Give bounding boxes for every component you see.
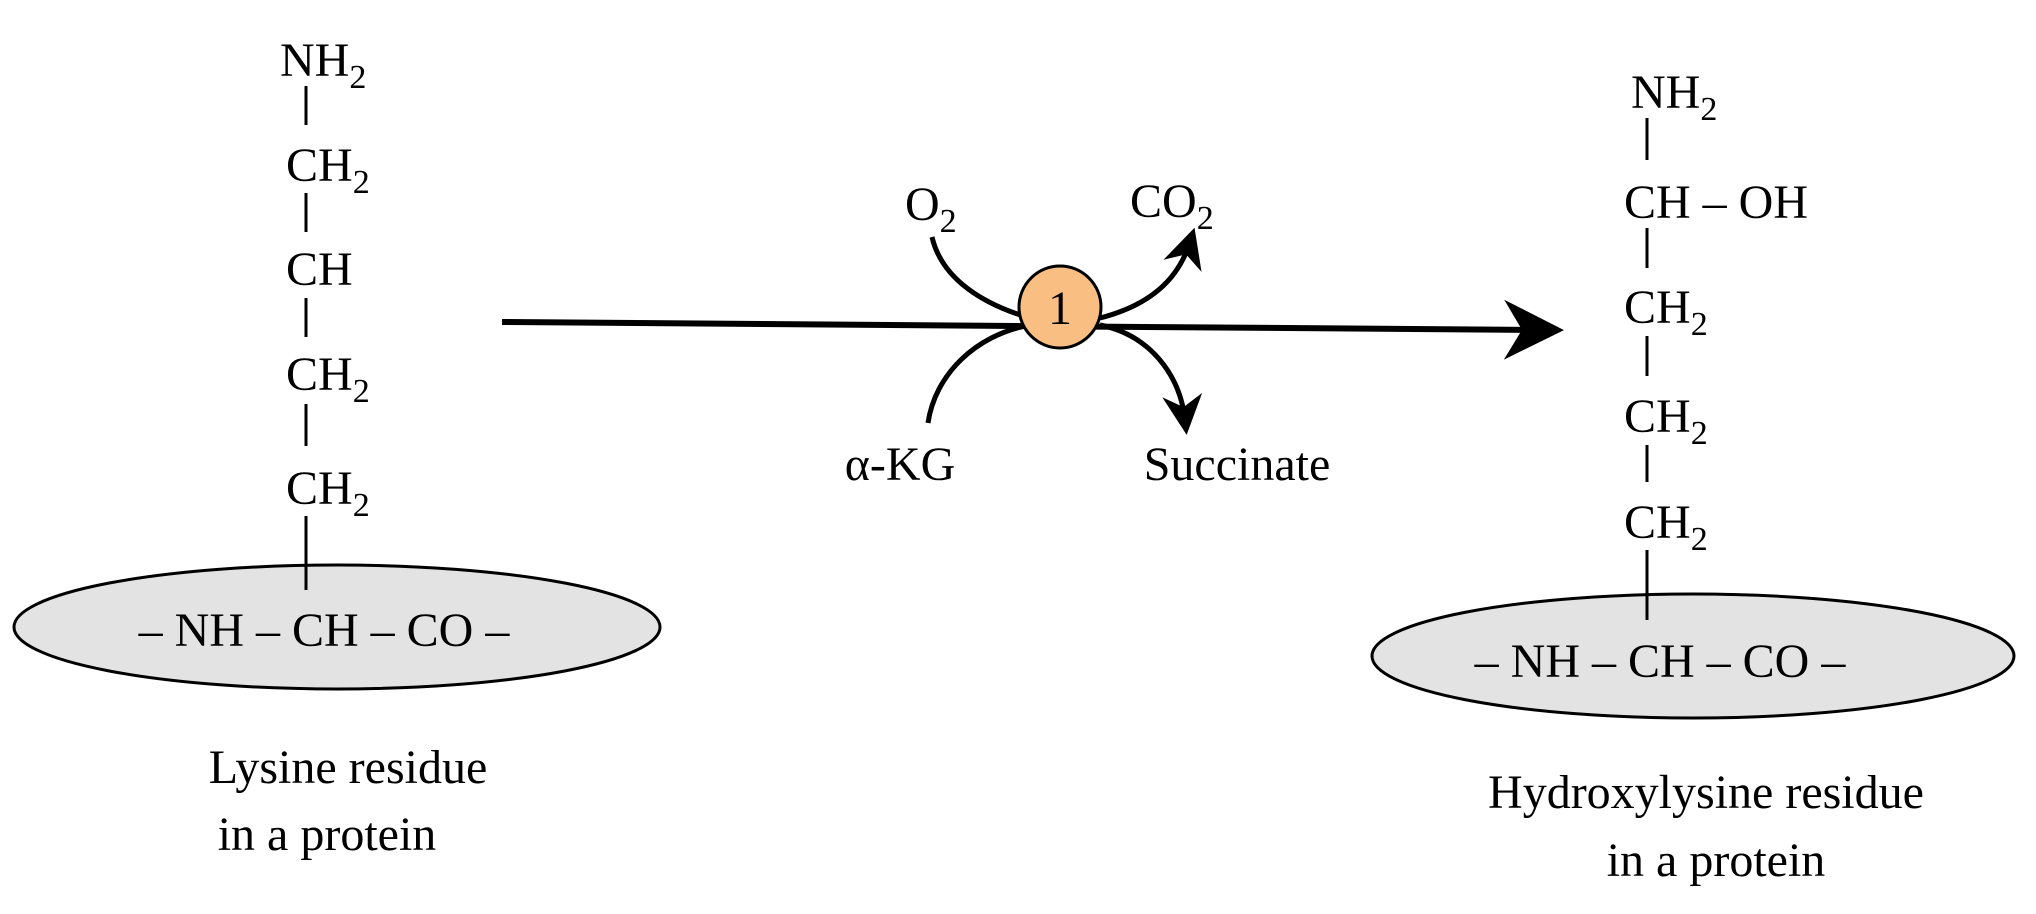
right-caption-line1: Hydroxylysine residue [1488, 766, 1924, 819]
left-chain-atom-1: NH2 [280, 34, 366, 96]
right-backbone: – NH – CH – CO – [1474, 635, 1847, 688]
right-protein-ellipse [1370, 592, 2016, 720]
left-caption-line2: in a protein [218, 808, 437, 861]
product-co2: CO2 [1130, 175, 1214, 237]
left-protein-ellipse [12, 563, 662, 691]
co2-out-curve [1099, 227, 1202, 321]
right-chain-atom-5: CH2 [1624, 496, 1708, 558]
reactant-alpha-kg: α-KG [845, 438, 955, 491]
product-succinate: Succinate [1144, 438, 1331, 491]
left-backbone: – NH – CH – CO – [138, 604, 511, 657]
right-caption-line2: in a protein [1607, 834, 1826, 887]
left-chain-atom-2: CH2 [286, 139, 370, 201]
o2-in-curve [929, 236, 1031, 321]
right-chain-atom-1: NH2 [1631, 66, 1717, 128]
right-chain-atom-4: CH2 [1624, 390, 1708, 452]
right-chain-atom-3: CH2 [1624, 281, 1708, 343]
right-molecule: NH2 CH – OH CH2 CH2 CH2 – NH – CH – CO –… [1370, 66, 2016, 887]
akg-in-curve [925, 322, 1031, 424]
left-molecule: NH2 CH2 CH CH2 CH2 – NH – CH – CO – Lysi… [12, 34, 662, 861]
left-chain-atom-5: CH2 [286, 462, 370, 524]
left-caption-line1: Lysine residue [209, 741, 488, 794]
reaction-arrow-group: 1 O2 CO2 α-KG Succinate [501, 175, 1564, 491]
left-chain-atom-3: CH [286, 243, 353, 296]
left-chain-atom-4: CH2 [286, 348, 370, 410]
right-chain-atom-2: CH – OH [1624, 176, 1808, 229]
succinate-out-curve [1099, 322, 1203, 435]
enzyme-number: 1 [1048, 282, 1072, 335]
reactant-o2: O2 [905, 178, 957, 240]
enzyme-circle [1017, 264, 1103, 350]
